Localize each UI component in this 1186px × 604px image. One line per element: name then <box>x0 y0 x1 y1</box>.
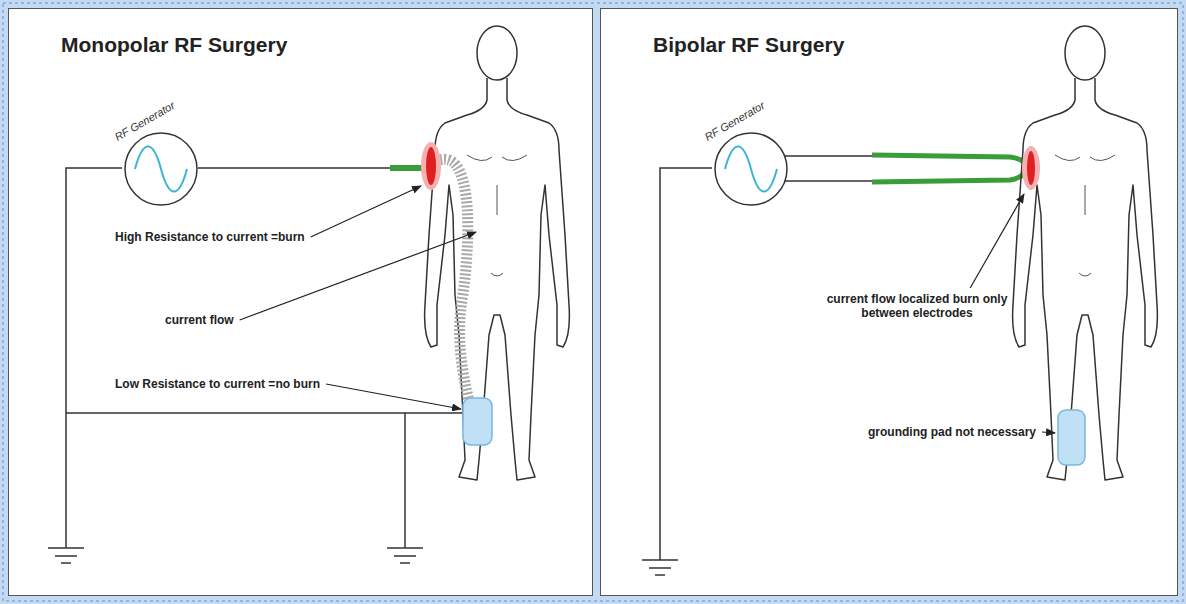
annotation-label: current flow <box>165 313 234 327</box>
leader-arrow <box>240 232 476 320</box>
leader-arrow <box>970 194 1024 288</box>
annotation-label: grounding pad not necessary <box>868 425 1036 439</box>
generator-symbol <box>713 131 789 207</box>
rf-generator: RF Generator <box>123 131 199 207</box>
rf-generator: RF Generator <box>713 131 789 207</box>
leader-arrow <box>1042 432 1055 433</box>
annotation-label: current flow localized burn only between… <box>822 292 1012 320</box>
leader-arrow <box>311 186 421 237</box>
generator-symbol <box>123 131 199 207</box>
panel-title: Bipolar RF Surgery <box>653 33 844 57</box>
annotation-label: Low Resistance to current =no burn <box>115 377 320 391</box>
panel-title: Monopolar RF Surgery <box>61 33 287 57</box>
annotation-label: High Resistance to current =burn <box>115 230 305 244</box>
surgery-panel: Monopolar RF Surgery RF Generator <box>8 8 593 596</box>
leader-arrow <box>326 384 461 409</box>
